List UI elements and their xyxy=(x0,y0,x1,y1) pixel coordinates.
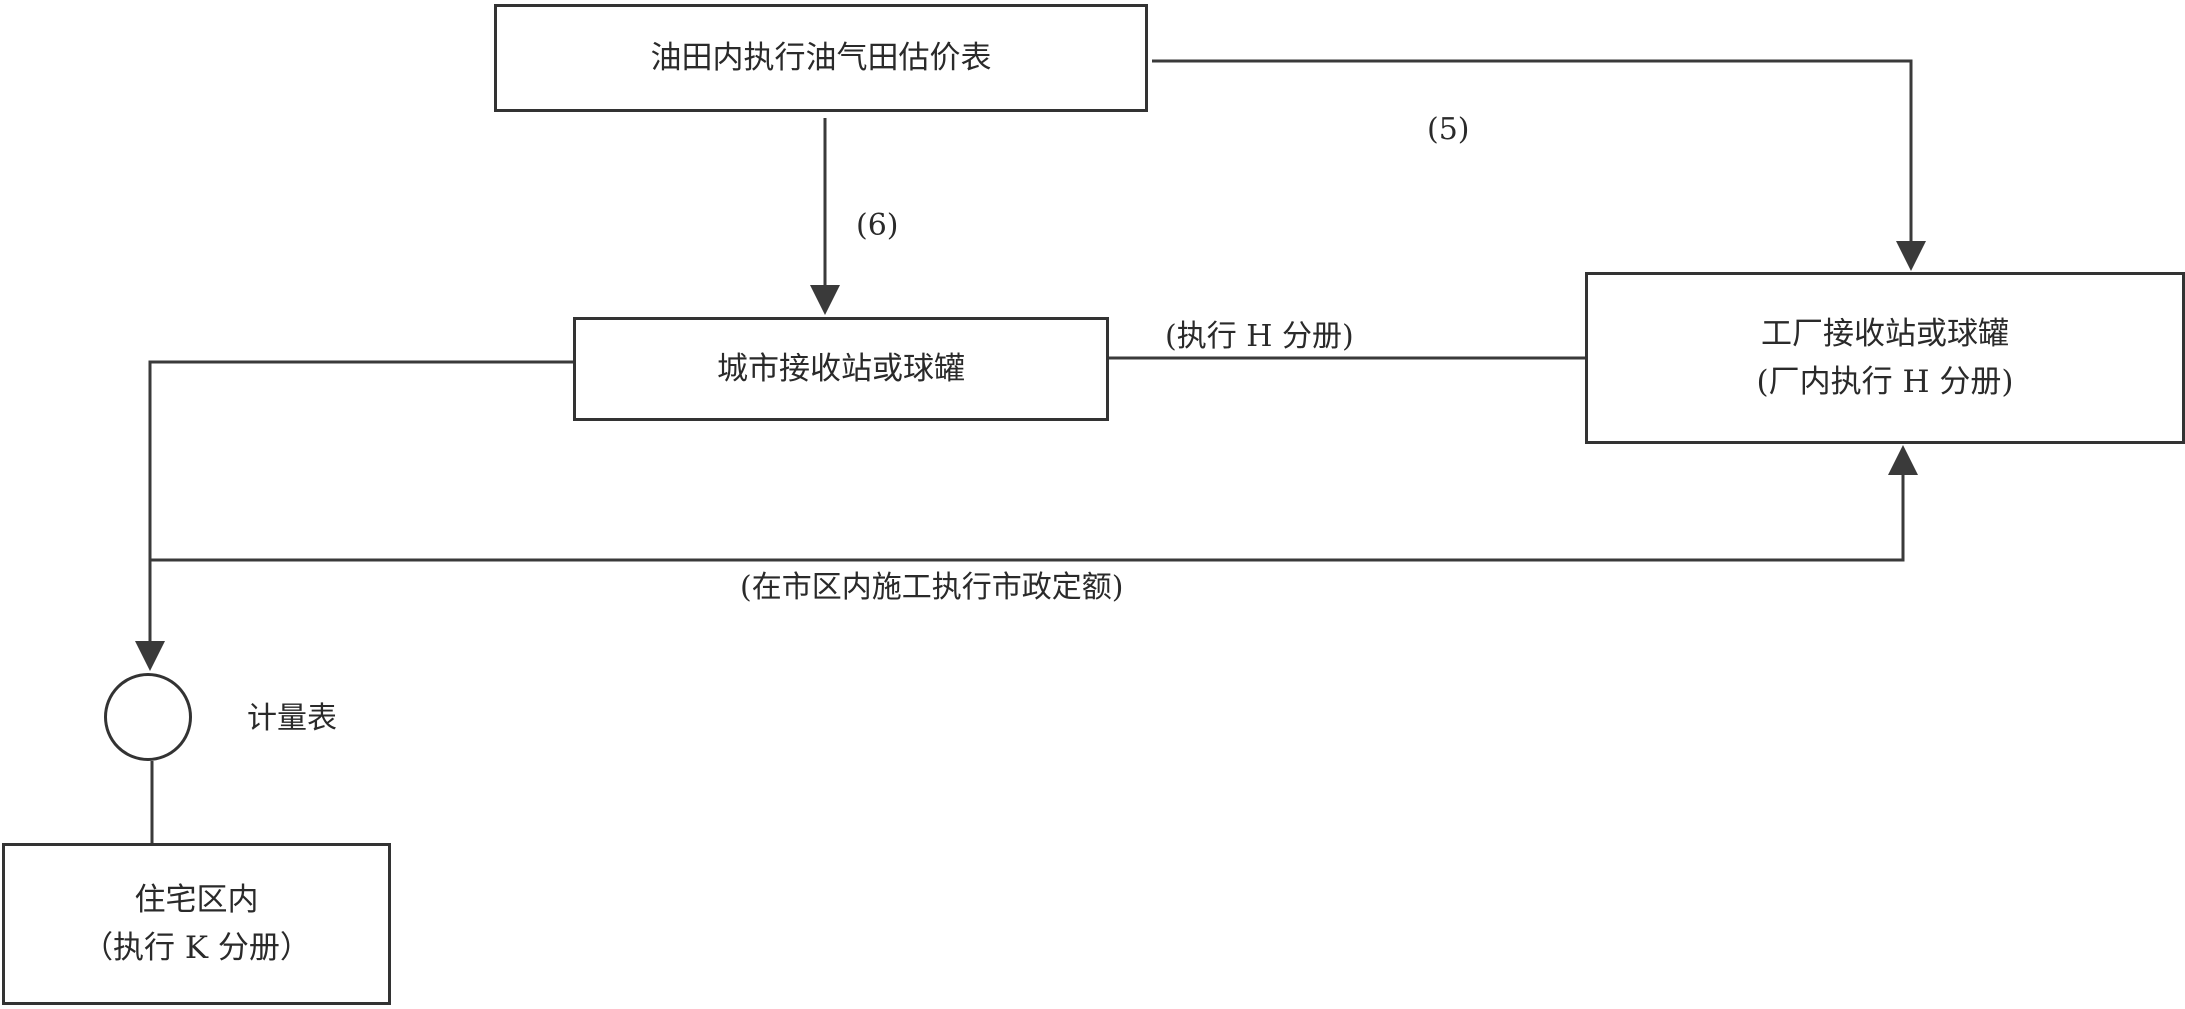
residential-area-label: 住宅区内 xyxy=(134,881,259,918)
meter-label: 计量表 xyxy=(247,701,337,736)
edge-top-to-factory xyxy=(1152,59,1926,271)
oilfield-estimate-node: 油田内执行油气田估价表 xyxy=(494,4,1148,112)
factory-receiving-station-note: (厂内执行 H 分册) xyxy=(1756,364,2014,400)
oilfield-estimate-label: 油田内执行油气田估价表 xyxy=(650,39,992,76)
edge-label-municipal: (在市区内施工执行市政定额) xyxy=(740,570,1124,605)
edge-label-6: (6) xyxy=(856,208,899,243)
edge-municipal-to-factory xyxy=(150,445,1918,562)
residential-area-note: （执行 K 分册） xyxy=(82,930,311,966)
city-receiving-station-label: 城市接收站或球罐 xyxy=(717,350,965,387)
city-receiving-station-node: 城市接收站或球罐 xyxy=(573,317,1109,421)
meter-circle xyxy=(104,673,192,761)
edge-label-5: (5) xyxy=(1427,112,1470,147)
factory-receiving-station-label: 工厂接收站或球罐 xyxy=(1761,315,2009,352)
residential-area-node: 住宅区内 （执行 K 分册） xyxy=(2,843,391,1005)
edge-city-to-meter xyxy=(135,360,573,671)
edge-label-h-volume: (执行 H 分册) xyxy=(1165,319,1354,354)
factory-receiving-station-node: 工厂接收站或球罐 (厂内执行 H 分册) xyxy=(1585,272,2185,444)
